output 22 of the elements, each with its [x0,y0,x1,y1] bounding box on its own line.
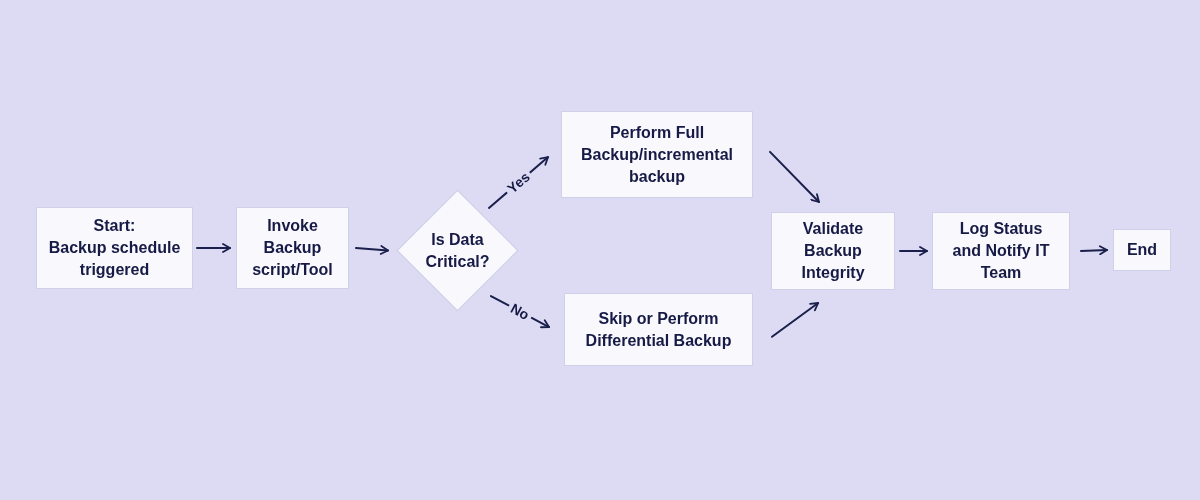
step-text: Perform Full Backup/incremental backup [579,122,735,187]
process-box [1113,229,1171,271]
step-text: Is Data Critical? [424,229,491,272]
step-text: Start: [93,216,136,236]
process-box [36,207,193,289]
process-box [236,207,349,289]
step-text: End [1126,240,1158,260]
step-text: Invoke Backup script/Tool [251,216,334,280]
step-text: Backup schedule triggered [47,238,182,280]
step-text: Skip or Perform Differential Backup [584,308,733,351]
process-box [561,111,753,198]
arrow [196,243,231,253]
arrow [899,246,928,256]
process-box [771,212,895,290]
step-text: Log Status and Notify IT Team [951,219,1051,283]
arrow [1080,245,1108,256]
process-box [564,293,753,366]
arrow [769,150,820,203]
arrow [771,302,820,338]
arrow [355,245,389,255]
process-box [932,212,1070,290]
step-text: Validate Backup Integrity [800,219,866,283]
